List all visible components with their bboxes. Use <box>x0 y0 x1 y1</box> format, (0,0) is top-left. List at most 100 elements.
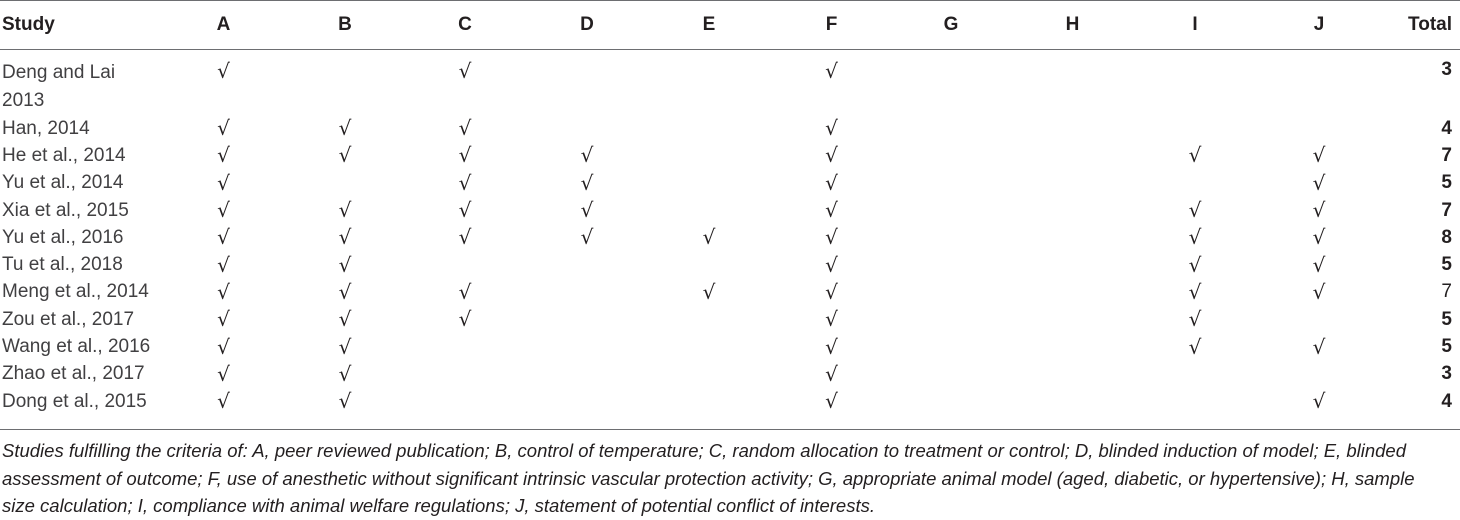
study-name-cell: Zou et al., 2017 <box>2 308 135 330</box>
criterion-cell-h <box>1012 197 1133 224</box>
check-mark-icon: √ <box>338 116 352 141</box>
criterion-cell-i: √ <box>1133 279 1257 306</box>
criterion-cell-f: √ <box>773 224 890 251</box>
check-mark-icon: √ <box>338 143 352 168</box>
criterion-cell-d <box>529 279 645 306</box>
criterion-cell-j: √ <box>1257 279 1381 306</box>
criterion-cell-d <box>529 388 645 419</box>
criterion-cell-i: √ <box>1133 306 1257 333</box>
study-name-cell: Dong et al., 2015 <box>2 390 147 412</box>
criterion-cell-a: √ <box>158 361 289 388</box>
criterion-cell-c <box>401 388 529 419</box>
check-mark-icon: √ <box>1188 334 1202 359</box>
criterion-cell-i: √ <box>1133 333 1257 360</box>
check-mark-icon: √ <box>217 389 230 414</box>
criterion-cell-g <box>890 115 1012 142</box>
header-g: G <box>890 0 1012 50</box>
criterion-cell-a: √ <box>158 142 289 169</box>
criterion-cell-g <box>890 170 1012 197</box>
criterion-cell-e <box>645 251 773 278</box>
criterion-cell-e <box>645 361 773 388</box>
criterion-cell-e <box>645 50 773 116</box>
check-mark-icon: √ <box>217 279 230 304</box>
criterion-cell-d: √ <box>529 197 645 224</box>
criterion-cell-h <box>1012 388 1133 419</box>
study-name-cell: He et al., 2014 <box>2 144 126 166</box>
quality-assessment-table: Study A B C D E F G H I J Total Deng and… <box>0 0 1460 419</box>
table-row: Meng et al., 2014√√√√√√√7 <box>0 279 1460 306</box>
criterion-cell-g <box>890 333 1012 360</box>
criterion-cell-f: √ <box>773 361 890 388</box>
criterion-cell-d <box>529 115 645 142</box>
check-mark-icon: √ <box>1312 143 1326 168</box>
study-name-cell: Deng and Lai 2013 <box>2 62 116 111</box>
criterion-cell-c: √ <box>401 279 529 306</box>
header-study: Study <box>0 0 158 50</box>
check-mark-icon: √ <box>702 225 716 250</box>
check-mark-icon: √ <box>825 252 838 277</box>
check-mark-icon: √ <box>217 170 230 195</box>
criterion-cell-e: √ <box>645 224 773 251</box>
criterion-cell-j <box>1257 361 1381 388</box>
check-mark-icon: √ <box>217 116 230 141</box>
criterion-cell-c: √ <box>401 306 529 333</box>
criterion-cell-a: √ <box>158 224 289 251</box>
total-cell: 4 <box>1441 117 1452 139</box>
header-j: J <box>1257 0 1381 50</box>
criterion-cell-h <box>1012 224 1133 251</box>
criterion-cell-e <box>645 197 773 224</box>
table-row: Xia et al., 2015√√√√√√√7 <box>0 197 1460 224</box>
criterion-cell-h <box>1012 306 1133 333</box>
criterion-cell-g <box>890 142 1012 169</box>
study-name-cell: Xia et al., 2015 <box>2 199 129 221</box>
criterion-cell-f: √ <box>773 279 890 306</box>
header-a: A <box>158 0 289 50</box>
check-mark-icon: √ <box>458 143 472 168</box>
table-row: He et al., 2014√√√√√√√7 <box>0 142 1460 169</box>
criterion-cell-b: √ <box>289 333 401 360</box>
check-mark-icon: √ <box>1312 279 1326 304</box>
table-bottom-rule <box>0 429 1460 430</box>
study-name-cell: Yu et al., 2016 <box>2 226 124 248</box>
criterion-cell-e <box>645 388 773 419</box>
check-mark-icon: √ <box>825 389 838 414</box>
check-mark-icon: √ <box>580 225 594 250</box>
table-row: Zou et al., 2017√√√√√5 <box>0 306 1460 333</box>
check-mark-icon: √ <box>825 198 838 223</box>
criterion-cell-a: √ <box>158 115 289 142</box>
check-mark-icon: √ <box>1188 279 1202 304</box>
criterion-cell-d: √ <box>529 170 645 197</box>
criterion-cell-d <box>529 306 645 333</box>
check-mark-icon: √ <box>458 116 472 141</box>
total-cell: 5 <box>1441 336 1452 358</box>
study-name-cell: Tu et al., 2018 <box>2 254 123 276</box>
header-row: Study A B C D E F G H I J Total <box>0 0 1460 50</box>
check-mark-icon: √ <box>825 307 838 332</box>
check-mark-icon: √ <box>1312 225 1326 250</box>
criterion-cell-a: √ <box>158 170 289 197</box>
criterion-cell-c: √ <box>401 170 529 197</box>
criterion-cell-h <box>1012 170 1133 197</box>
total-cell: 5 <box>1441 172 1452 194</box>
total-cell: 7 <box>1441 199 1452 221</box>
check-mark-icon: √ <box>458 225 472 250</box>
criterion-cell-g <box>890 50 1012 116</box>
criterion-cell-c <box>401 333 529 360</box>
criterion-cell-e <box>645 170 773 197</box>
check-mark-icon: √ <box>1188 307 1202 332</box>
check-mark-icon: √ <box>825 116 838 141</box>
check-mark-icon: √ <box>1312 198 1326 223</box>
criterion-cell-e <box>645 142 773 169</box>
check-mark-icon: √ <box>458 307 472 332</box>
study-name-cell: Wang et al., 2016 <box>2 336 151 358</box>
check-mark-icon: √ <box>338 225 352 250</box>
check-mark-icon: √ <box>825 59 838 83</box>
criterion-cell-b <box>289 170 401 197</box>
criterion-cell-d: √ <box>529 224 645 251</box>
criterion-cell-c <box>401 251 529 278</box>
criterion-cell-d <box>529 361 645 388</box>
criterion-cell-h <box>1012 115 1133 142</box>
check-mark-icon: √ <box>580 170 594 195</box>
total-cell: 5 <box>1441 308 1452 330</box>
